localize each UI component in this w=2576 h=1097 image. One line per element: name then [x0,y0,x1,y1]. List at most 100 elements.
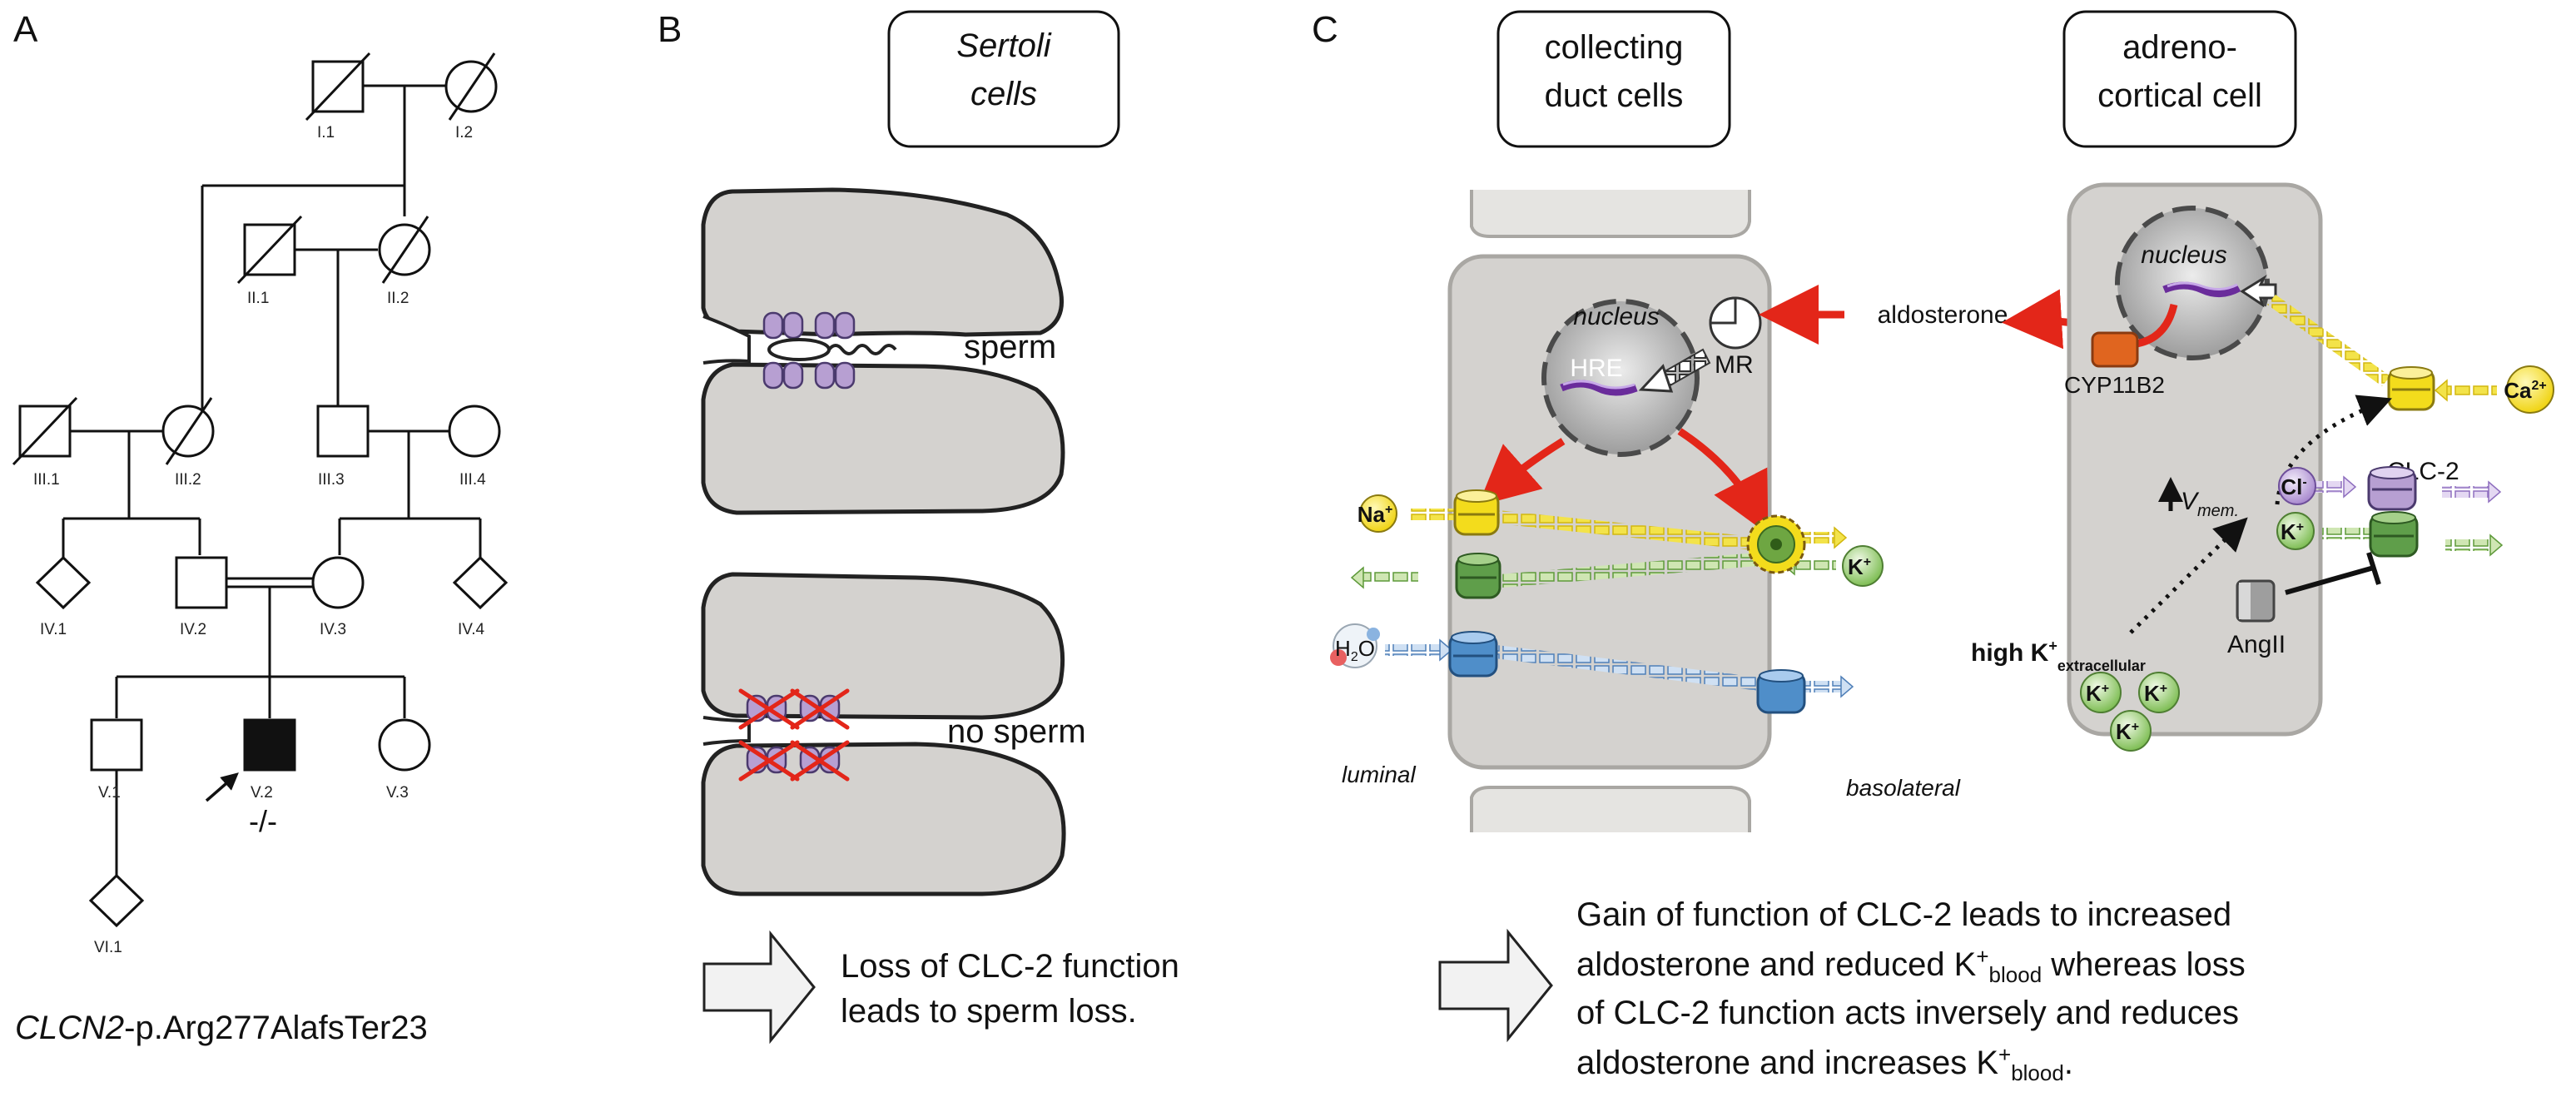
variant-gene: CLCN2 [15,1010,124,1046]
k-charge-adrenal: + [2296,520,2304,534]
panel-b-letter: B [658,9,682,50]
individual-I-1 [305,52,371,122]
hre-dna [1560,380,1638,396]
cyp11b2-enzyme: CYP11B2 [2064,331,2165,398]
k-ion-badge-duct: K+ [1842,545,1884,587]
sertoli-cell-lower-mutant [701,742,1066,896]
k-label-duct: K [1848,554,1864,579]
sertoli-conclusion: Loss of CLC-2 function leads to sperm lo… [702,930,1179,1045]
conclusion-line2-sup: + [1976,944,1988,969]
label-III-1: III.1 [33,471,60,489]
label-I-2: I.2 [455,124,473,141]
na-flux-across [1488,509,1763,551]
variant-change: -p.Arg277AlafsTer23 [124,1010,428,1046]
sertoli-conclusion-line1: Loss of CLC-2 function [841,948,1179,985]
cl-label: Cl [2281,474,2302,499]
adrenal-nucleus: nucleus [2115,206,2277,360]
svg-text:Ca2+: Ca2+ [2504,378,2547,403]
svg-text:Na+: Na+ [1357,502,1393,527]
k-charge-duct: + [1864,555,1871,569]
mr-to-hre-arrow [1638,348,1711,393]
label-II-1: II.1 [247,290,269,307]
high-k-sup: + [2048,638,2057,654]
individual-II-2 [378,216,431,284]
sertoli-header-line1: Sertoli [956,27,1051,64]
mr-label: MR [1715,351,1754,379]
k-ions-extracellular: K+ K+ K+ [2080,672,2180,752]
aldosterone-pathway: aldosterone [1759,285,2117,350]
label-IV-3: IV.3 [320,621,346,638]
adrenal-header-box: adreno- cortical cell [2062,10,2297,148]
svg-text:K+: K+ [2116,719,2139,744]
sertoli-header-box: Sertoli cells [887,10,1120,148]
duct-header-line2: duct cells [1545,77,1684,114]
individual-IV-3 [311,556,365,609]
individual-II-1 [236,215,303,285]
conclusion-line4-sup: + [1998,1042,2011,1067]
panel-a-letter: A [13,9,38,50]
basolateral-label: basolateral [1846,775,1961,801]
proband-arrow [205,772,239,802]
k-flux-in-adrenal [2322,528,2370,539]
ca-charge: 2+ [2532,379,2547,393]
svg-text:K+: K+ [1848,554,1871,579]
clc2-channel [2367,466,2417,511]
svg-text:K+: K+ [2281,519,2304,544]
svg-text:K+: K+ [2086,681,2109,706]
vmem-sub: mem. [2197,502,2239,520]
collecting-duct-cells: nucleus HRE MR [1330,190,1961,832]
individual-I-2 [444,52,498,121]
duct-header-line1: collecting [1545,29,1684,66]
na-label: Na [1357,502,1386,527]
label-III-3: III.3 [318,471,345,489]
h2o-h: H [1335,636,1351,661]
transcription-arrows [1477,428,1769,534]
label-IV-1: IV.1 [40,621,67,638]
label-IV-2: IV.2 [180,621,206,638]
sperm-icon [767,338,897,361]
no-sperm-label: no sperm [947,713,1086,750]
conclusion-line4-b: . [2064,1045,2073,1081]
conclusion-line2-sub: blood [1989,962,2042,987]
k-flux-across [1500,553,1758,588]
conclusion-line4-a: aldosterone and increases K [1576,1045,1998,1081]
conclusion-line2-b: whereas loss [2042,946,2246,983]
label-III-4: III.4 [459,471,486,489]
k-flux-out-luminal [1363,572,1418,583]
individual-IV-4 [452,555,509,610]
na-ion-badge: Na+ [1357,494,1397,533]
ca-flux-in [2447,385,2497,396]
individual-IV-2 [175,556,228,609]
pedigree-lines [62,84,482,876]
high-k-label: high K+extracellular [1971,638,2146,674]
conclusion-arrow-b [702,930,816,1045]
duct-neighbor-cell-bottom [1470,786,1751,832]
clc2-channels-normal [762,311,856,390]
cav-channel [2387,366,2435,411]
k-ion-extracellular-3: K+ [2110,710,2152,752]
individual-IV-1 [35,555,92,610]
vmem-v: V [2181,488,2200,515]
svg-text:Cl-: Cl- [2281,474,2306,499]
angii-label: AngII [2227,631,2286,658]
na-charge: + [1385,503,1392,517]
individual-V-1 [90,718,143,772]
romk-channel [1455,553,1501,599]
duct-nucleus: nucleus HRE [1541,299,1700,457]
panel-c-mechanism: C collecting duct cells adreno- cortical… [1312,9,2554,1085]
individual-labels: I.1 I.2 II.1 II.2 III.1 III.2 III.3 III.… [33,124,486,956]
label-V-1: V.1 [98,784,121,802]
cl-flux-out [2442,486,2489,498]
individual-V-3 [378,718,431,772]
ca-ion-badge: Ca2+ [2504,365,2554,414]
na-k-atpase-pump [1746,514,1806,574]
conclusion-arrow-c [1438,928,1553,1043]
sertoli-cell-upper [701,187,1064,337]
individual-V-2-proband [243,718,296,772]
conclusion-line2: aldosterone and reduced K+blood whereas … [1576,944,2246,987]
cyp11b2-label: CYP11B2 [2064,372,2165,398]
adrenocortical-cell-group: nucleus CYP11B2 Ca2+ [1971,182,2554,752]
conclusion-line2-a: aldosterone and reduced K [1576,946,1977,983]
k-ion-extracellular-2: K+ [2138,672,2180,713]
